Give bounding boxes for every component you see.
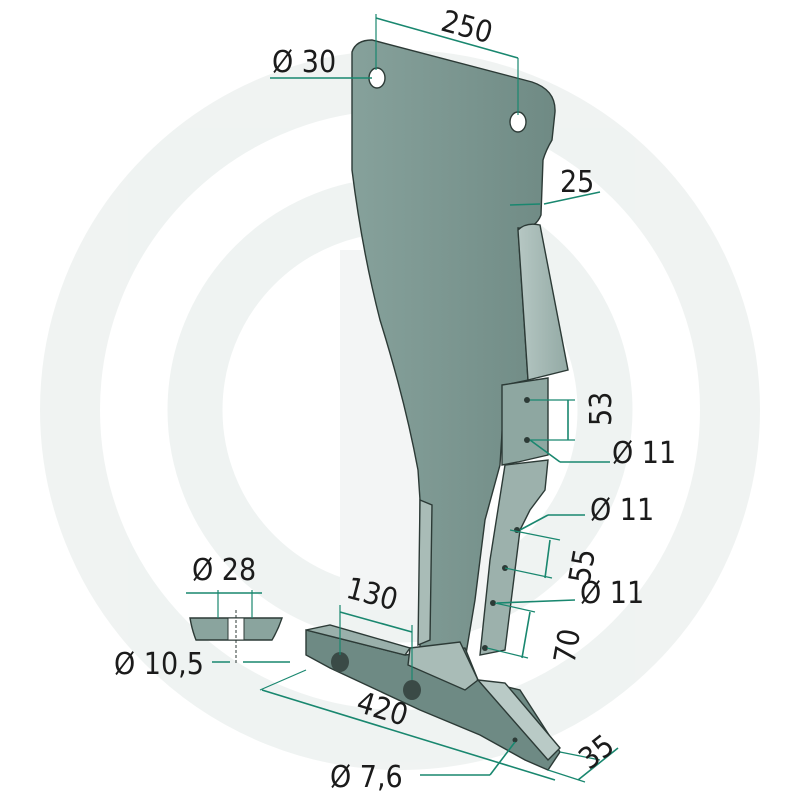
label-foot-hole: Ø 7,6 bbox=[330, 760, 403, 795]
dimension-lines bbox=[186, 14, 619, 783]
label-spacing-lower: 70 bbox=[548, 626, 588, 666]
label-bolt-head: Ø 28 bbox=[192, 553, 256, 588]
label-spacing-middle: 55 bbox=[563, 546, 603, 586]
label-hole-upper: Ø 11 bbox=[612, 436, 676, 471]
label-hole-middle: Ø 11 bbox=[590, 493, 654, 528]
label-foot-width: 35 bbox=[573, 728, 622, 777]
label-spacing-upper: 53 bbox=[584, 392, 619, 426]
label-bolt-shaft: Ø 10,5 bbox=[114, 647, 204, 682]
label-thickness: 25 bbox=[560, 165, 594, 200]
label-hole-lower: Ø 11 bbox=[580, 576, 644, 611]
label-hole-top: Ø 30 bbox=[272, 45, 336, 80]
label-width-top: 250 bbox=[437, 4, 496, 51]
bolt-detail bbox=[189, 610, 283, 665]
blade-foot bbox=[305, 624, 561, 771]
